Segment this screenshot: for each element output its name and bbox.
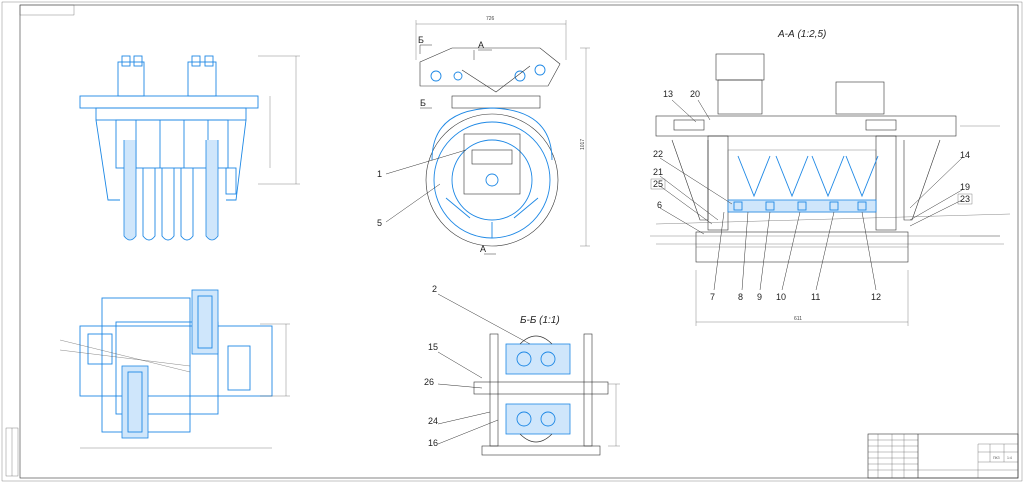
front-view [415, 20, 590, 255]
callout-22: 22 [653, 149, 663, 159]
section-bb-view [473, 333, 620, 456]
callout-19: 19 [960, 182, 970, 192]
callout-13: 13 [663, 89, 673, 99]
callout-5: 5 [377, 218, 382, 228]
side-elevation-view [79, 55, 300, 241]
callout-26: 26 [424, 377, 434, 387]
callout-16: 16 [428, 438, 438, 448]
front-height-dim: 1017 [580, 139, 586, 150]
front-width-dim: 726 [486, 16, 495, 22]
callout-8: 8 [738, 292, 743, 302]
title-block-code: ПКЗ [993, 456, 1000, 460]
callout-12: 12 [871, 292, 881, 302]
section-aa-view [650, 53, 1011, 326]
cut-a-bottom: А [480, 244, 486, 254]
callout-9: 9 [757, 292, 762, 302]
callout-1: 1 [377, 169, 382, 179]
title-block [867, 433, 1019, 479]
callout-10: 10 [776, 292, 786, 302]
callout-14: 14 [960, 150, 970, 160]
section-aa-title: А-А (1:2,5) [777, 29, 826, 40]
callout-2: 2 [432, 284, 437, 294]
title-block-sheets: 1:4 [1007, 456, 1012, 460]
section-bb-title: Б-Б (1:1) [520, 315, 560, 326]
section-aa-width-dim: 611 [794, 316, 802, 322]
callout-24: 24 [428, 416, 438, 426]
leader-lines [385, 99, 963, 445]
plan-view [59, 289, 290, 449]
callout-20: 20 [690, 89, 700, 99]
callout-21: 21 [653, 167, 663, 177]
cut-b-top: Б [418, 35, 424, 45]
cut-b-mid: Б [420, 98, 426, 108]
callout-6: 6 [657, 200, 662, 210]
cut-a-top: А [478, 40, 484, 50]
callout-15: 15 [428, 342, 438, 352]
top-left-stamp [19, 4, 75, 16]
callout-23: 23 [960, 194, 970, 204]
callout-11: 11 [811, 292, 820, 302]
inner-frame [19, 4, 1019, 479]
callout-25: 25 [653, 179, 663, 189]
callout-7: 7 [710, 292, 715, 302]
